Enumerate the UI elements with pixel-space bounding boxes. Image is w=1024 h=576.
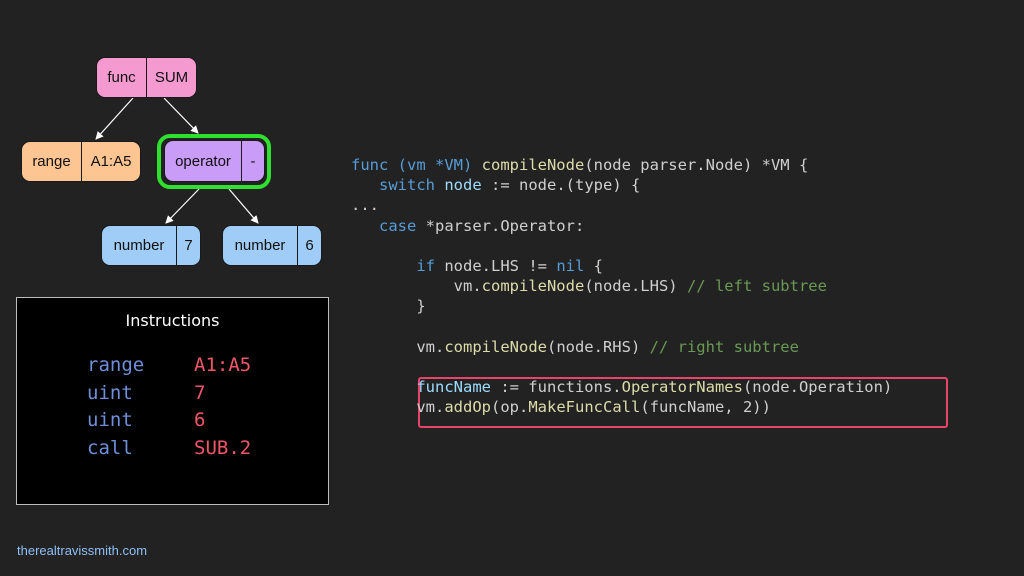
- code-token: compileNode: [481, 277, 585, 296]
- node-value: 7: [184, 237, 193, 254]
- code-line: }: [351, 296, 892, 316]
- node-label: number: [102, 226, 177, 265]
- instruction-op: range: [87, 354, 145, 376]
- edge-operator-number7: [165, 188, 200, 224]
- code-token: [351, 257, 416, 275]
- instruction-op: uint: [87, 409, 133, 431]
- code-token: [435, 176, 444, 194]
- code-line: switch node := node.(type) {: [351, 175, 892, 195]
- node-value: 6: [305, 237, 314, 254]
- code-token: // right subtree: [649, 337, 799, 356]
- instruction-arg: 7: [194, 382, 206, 404]
- code-token: ...: [351, 196, 379, 215]
- instruction-arg: A1:A5: [194, 354, 252, 376]
- node-label: func: [97, 58, 147, 97]
- code-token: (op.: [491, 398, 529, 417]
- edge-operator-number6: [228, 188, 259, 224]
- code-token: func (vm *VM): [351, 156, 482, 174]
- node-label: operator: [165, 141, 242, 181]
- code-token: (node.RHS): [546, 337, 650, 356]
- code-token: compileNode: [481, 156, 585, 174]
- node-label: number: [223, 226, 298, 265]
- code-line: vm.compileNode(node.LHS) // left subtree: [351, 276, 892, 296]
- node-value: -: [250, 152, 256, 170]
- code-token: node.LHS !=: [435, 256, 557, 275]
- code-token: (funcName, 2)): [640, 398, 771, 417]
- tree-node-range: range A1:A5: [21, 141, 141, 182]
- tree-node-func: func SUM: [96, 57, 197, 98]
- code-token: compileNode: [444, 337, 547, 356]
- node-label: range: [22, 142, 82, 181]
- tree-node-operator: operator -: [164, 140, 265, 182]
- code-token: [351, 176, 379, 194]
- code-token: OperatorNames: [621, 378, 743, 397]
- code-token: {: [584, 256, 603, 275]
- code-highlight-box: [418, 377, 948, 428]
- code-token: (node.LHS): [584, 277, 687, 296]
- code-line: vm.compileNode(node.RHS) // right subtre…: [351, 337, 892, 357]
- code-token: vm.: [351, 398, 445, 417]
- code-line: case *parser.Operator:: [351, 216, 892, 236]
- code-line: [351, 357, 892, 377]
- code-token: := functions.: [490, 378, 622, 397]
- instruction-op: uint: [87, 382, 133, 404]
- code-line: [351, 317, 892, 337]
- code-token: := node.(type) {: [481, 176, 641, 195]
- footer-credit: therealtravissmith.com: [17, 543, 148, 558]
- edge-func-operator: [163, 97, 199, 134]
- code-token: funcName: [416, 378, 491, 397]
- node-value: SUM: [154, 69, 189, 86]
- code-token: addOp: [444, 398, 491, 417]
- instructions-title: Instructions: [125, 311, 220, 330]
- operator-node-highlight: [157, 134, 271, 189]
- code-token: }: [351, 297, 426, 316]
- code-token: vm.: [351, 277, 482, 296]
- code-line: func (vm *VM) compileNode(node parser.No…: [351, 155, 892, 175]
- code-token: (node.Operation): [742, 378, 893, 397]
- instruction-arg: SUB.2: [194, 437, 252, 459]
- code-token: [351, 378, 416, 396]
- code-line: vm.addOp(op.MakeFuncCall(funcName, 2)): [351, 397, 892, 417]
- code-line: [351, 236, 892, 256]
- code-token: // left subtree: [686, 277, 827, 296]
- edge-func-range: [95, 97, 134, 140]
- code-line: ...: [351, 195, 892, 215]
- tree-node-number-7: number 7: [101, 225, 201, 266]
- code-block: func (vm *VM) compileNode(node parser.No…: [351, 155, 892, 417]
- code-token: case: [379, 216, 417, 235]
- node-value: A1:A5: [90, 153, 132, 170]
- code-token: (node parser.Node) *VM {: [584, 156, 809, 174]
- tree-node-number-6: number 6: [222, 225, 322, 266]
- code-token: switch: [379, 176, 435, 195]
- instruction-op: call: [87, 437, 133, 459]
- instructions-panel: Instructions range A1:A5 uint 7 uint 6 c…: [16, 297, 329, 505]
- code-token: vm.: [351, 337, 445, 356]
- code-line: funcName := functions.OperatorNames(node…: [351, 377, 892, 397]
- instruction-arg: 6: [194, 409, 206, 431]
- code-line: if node.LHS != nil {: [351, 256, 892, 276]
- code-token: node: [444, 176, 482, 195]
- code-token: MakeFuncCall: [528, 398, 641, 417]
- code-token: [351, 217, 379, 235]
- code-token: if: [416, 256, 435, 275]
- code-token: nil: [556, 256, 585, 275]
- code-token: *parser.Operator:: [416, 216, 585, 235]
